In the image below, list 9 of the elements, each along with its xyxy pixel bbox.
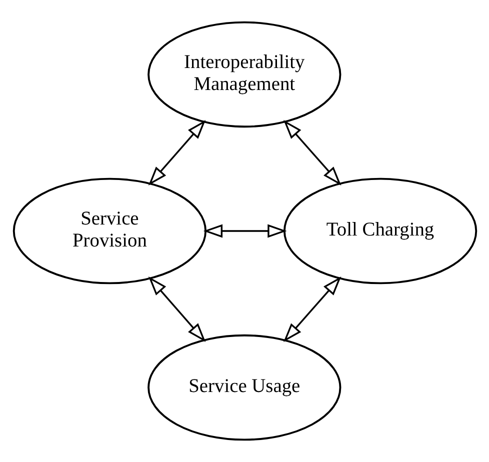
arrow: [148, 120, 206, 186]
arrow: [202, 224, 286, 238]
arrow: [282, 276, 341, 342]
node-ellipse: Service Provision: [12, 178, 206, 284]
node-ellipse: Service Usage: [147, 334, 341, 441]
arrow: [148, 276, 206, 342]
arrow: [282, 120, 341, 186]
node-ellipse: Interoperability Management: [147, 21, 341, 128]
node-ellipse: Toll Charging: [282, 178, 477, 284]
